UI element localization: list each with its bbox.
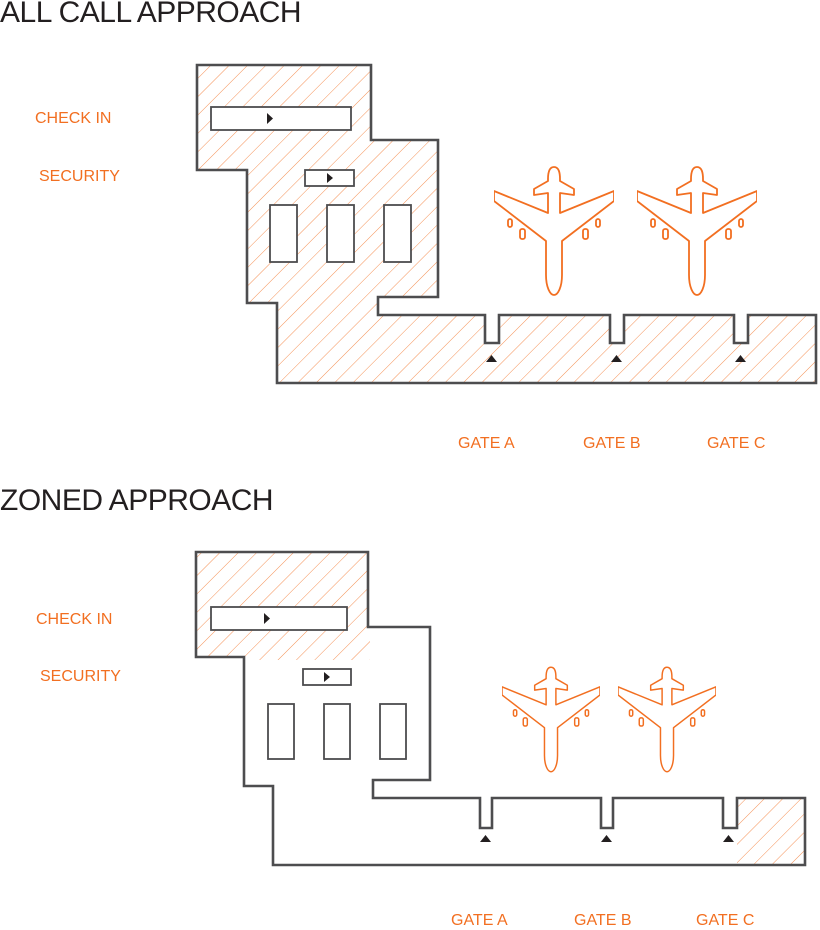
check-in-counter (210, 606, 348, 631)
arrow-right-icon (264, 613, 270, 624)
security-booth (269, 204, 298, 263)
label-security: SECURITY (39, 168, 120, 185)
security-booth (323, 703, 351, 760)
section-title-all-call: ALL CALL APPROACH (0, 0, 302, 29)
label-gate-c: GATE C (696, 912, 754, 929)
arrow-right-icon (324, 672, 330, 682)
label-check-in: CHECK IN (36, 611, 112, 628)
label-gate-c: GATE C (707, 435, 765, 452)
gate-marker-icon (486, 355, 497, 362)
gate-marker-icon (723, 835, 734, 842)
zoned-terminal (194, 550, 807, 867)
gate-marker-icon (611, 355, 622, 362)
all-call-terminal (195, 63, 818, 385)
label-check-in: CHECK IN (35, 110, 111, 127)
label-gate-a: GATE A (458, 435, 515, 452)
terminal-outline (194, 550, 807, 867)
terminal-outline (195, 63, 818, 385)
terminal-hatch-fill (197, 65, 816, 383)
zone-hatch-check-in (196, 552, 370, 660)
airplane-icon (618, 666, 716, 773)
gate-marker-icon (480, 835, 491, 842)
airplane-icon (637, 166, 757, 296)
label-gate-b: GATE B (574, 912, 632, 929)
security-booth (383, 204, 412, 263)
label-security: SECURITY (40, 668, 121, 685)
arrow-right-icon (327, 173, 333, 183)
check-in-counter (210, 106, 352, 131)
security-booth (267, 703, 295, 760)
arrow-right-icon (267, 113, 273, 124)
security-booth (379, 703, 407, 760)
label-gate-b: GATE B (583, 435, 641, 452)
airplane-icon (502, 666, 600, 773)
gate-marker-icon (601, 835, 612, 842)
label-gate-a: GATE A (451, 912, 508, 929)
section-title-zoned: ZONED APPROACH (0, 484, 274, 517)
airplane-icon (494, 166, 614, 296)
security-booth (326, 204, 355, 263)
gate-marker-icon (735, 355, 746, 362)
